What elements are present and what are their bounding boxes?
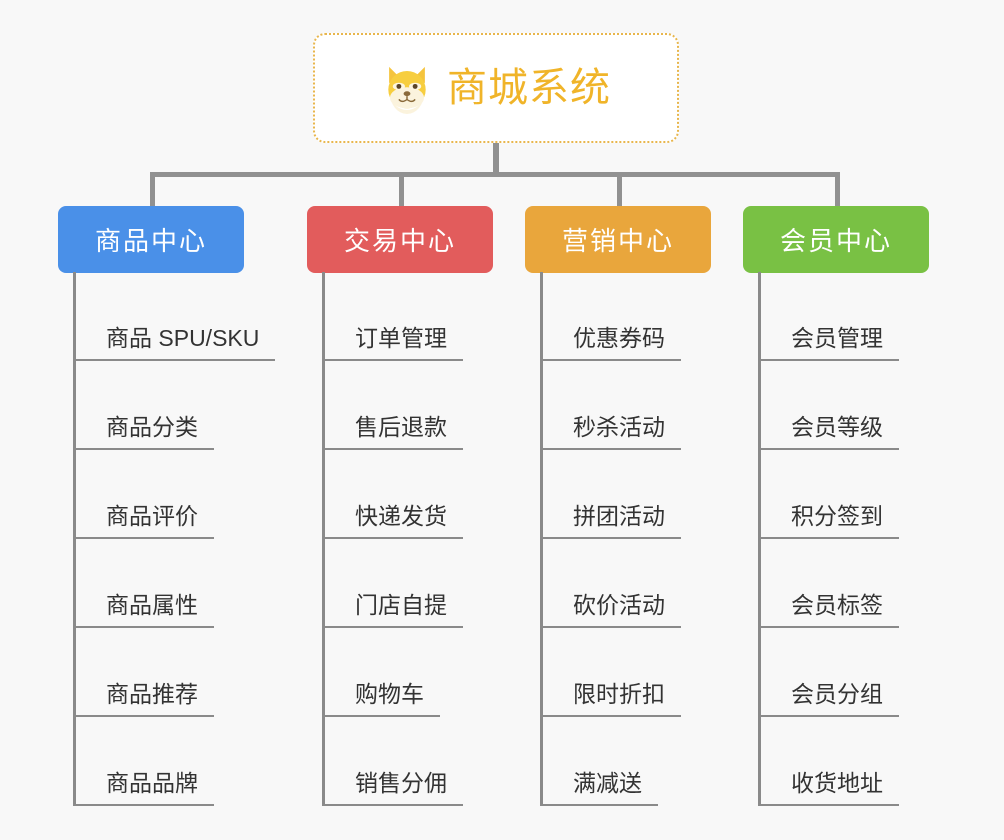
connector-drop-1 (150, 172, 155, 208)
list-item[interactable]: 拼团活动 (540, 450, 681, 539)
list-item[interactable]: 销售分佣 (322, 717, 463, 806)
leaf-label: 限时折扣 (543, 681, 681, 717)
leaf-label: 售后退款 (325, 414, 463, 450)
connector-root-stem (493, 143, 499, 175)
leaf-label: 优惠券码 (543, 325, 681, 361)
dog-face-icon (381, 62, 433, 114)
leaf-label: 积分签到 (761, 503, 899, 539)
list-item[interactable]: 快递发货 (322, 450, 463, 539)
list-item[interactable]: 会员分组 (758, 628, 899, 717)
category-header-marketing[interactable]: 营销中心 (525, 206, 711, 273)
leaf-label: 会员等级 (761, 414, 899, 450)
leaf-label: 商品属性 (76, 592, 214, 628)
leaf-column-trade: 订单管理 售后退款 快递发货 门店自提 购物车 销售分佣 (322, 272, 463, 806)
list-item[interactable]: 商品评价 (73, 450, 275, 539)
list-item[interactable]: 限时折扣 (540, 628, 681, 717)
list-item[interactable]: 积分签到 (758, 450, 899, 539)
category-header-product[interactable]: 商品中心 (58, 206, 244, 273)
leaf-label: 快递发货 (325, 503, 463, 539)
leaf-label: 会员管理 (761, 325, 899, 361)
root-node-title: 商城系统 (447, 66, 611, 110)
leaf-label: 会员标签 (761, 592, 899, 628)
category-header-label: 营销中心 (561, 226, 674, 256)
leaf-label: 秒杀活动 (543, 414, 681, 450)
list-item[interactable]: 商品 SPU/SKU (73, 272, 276, 361)
leaf-label: 购物车 (325, 681, 440, 717)
leaf-label: 满减送 (543, 770, 658, 806)
column-trunk-line (540, 272, 543, 806)
leaf-label: 门店自提 (325, 592, 463, 628)
list-item[interactable]: 优惠券码 (540, 272, 681, 361)
list-item[interactable]: 购物车 (322, 628, 463, 717)
list-item[interactable]: 会员标签 (758, 539, 899, 628)
leaf-label: 砍价活动 (543, 592, 681, 628)
leaf-label: 商品 SPU/SKU (76, 325, 276, 361)
leaf-label: 会员分组 (761, 681, 899, 717)
leaf-label: 收货地址 (761, 770, 899, 806)
leaf-label: 商品品牌 (76, 770, 214, 806)
column-trunk-line (322, 272, 325, 806)
leaf-column-member: 会员管理 会员等级 积分签到 会员标签 会员分组 收货地址 (758, 272, 899, 806)
leaf-label: 拼团活动 (543, 503, 681, 539)
list-item[interactable]: 商品属性 (73, 539, 275, 628)
category-header-label: 会员中心 (779, 226, 892, 256)
list-item[interactable]: 满减送 (540, 717, 681, 806)
list-item[interactable]: 砍价活动 (540, 539, 681, 628)
list-item[interactable]: 会员管理 (758, 272, 899, 361)
leaf-label: 销售分佣 (325, 770, 463, 806)
category-header-trade[interactable]: 交易中心 (307, 206, 493, 273)
connector-drop-2 (399, 172, 404, 208)
list-item[interactable]: 秒杀活动 (540, 361, 681, 450)
list-item[interactable]: 门店自提 (322, 539, 463, 628)
column-trunk-line (758, 272, 761, 806)
connector-bus (150, 172, 840, 177)
connector-drop-4 (835, 172, 840, 208)
leaf-column-marketing: 优惠券码 秒杀活动 拼团活动 砍价活动 限时折扣 满减送 (540, 272, 681, 806)
leaf-label: 订单管理 (325, 325, 463, 361)
connector-drop-3 (617, 172, 622, 208)
category-header-label: 交易中心 (343, 226, 456, 256)
root-node-mall-system[interactable]: 商城系统 (313, 33, 679, 143)
list-item[interactable]: 商品推荐 (73, 628, 275, 717)
leaf-label: 商品评价 (76, 503, 214, 539)
list-item[interactable]: 商品品牌 (73, 717, 275, 806)
list-item[interactable]: 商品分类 (73, 361, 275, 450)
list-item[interactable]: 售后退款 (322, 361, 463, 450)
leaf-column-product: 商品 SPU/SKU 商品分类 商品评价 商品属性 商品推荐 商品品牌 (73, 272, 276, 806)
column-trunk-line (73, 272, 76, 806)
leaf-label: 商品推荐 (76, 681, 214, 717)
list-item[interactable]: 订单管理 (322, 272, 463, 361)
leaf-label: 商品分类 (76, 414, 214, 450)
category-header-member[interactable]: 会员中心 (743, 206, 929, 273)
category-header-label: 商品中心 (94, 226, 207, 256)
list-item[interactable]: 收货地址 (758, 717, 899, 806)
list-item[interactable]: 会员等级 (758, 361, 899, 450)
